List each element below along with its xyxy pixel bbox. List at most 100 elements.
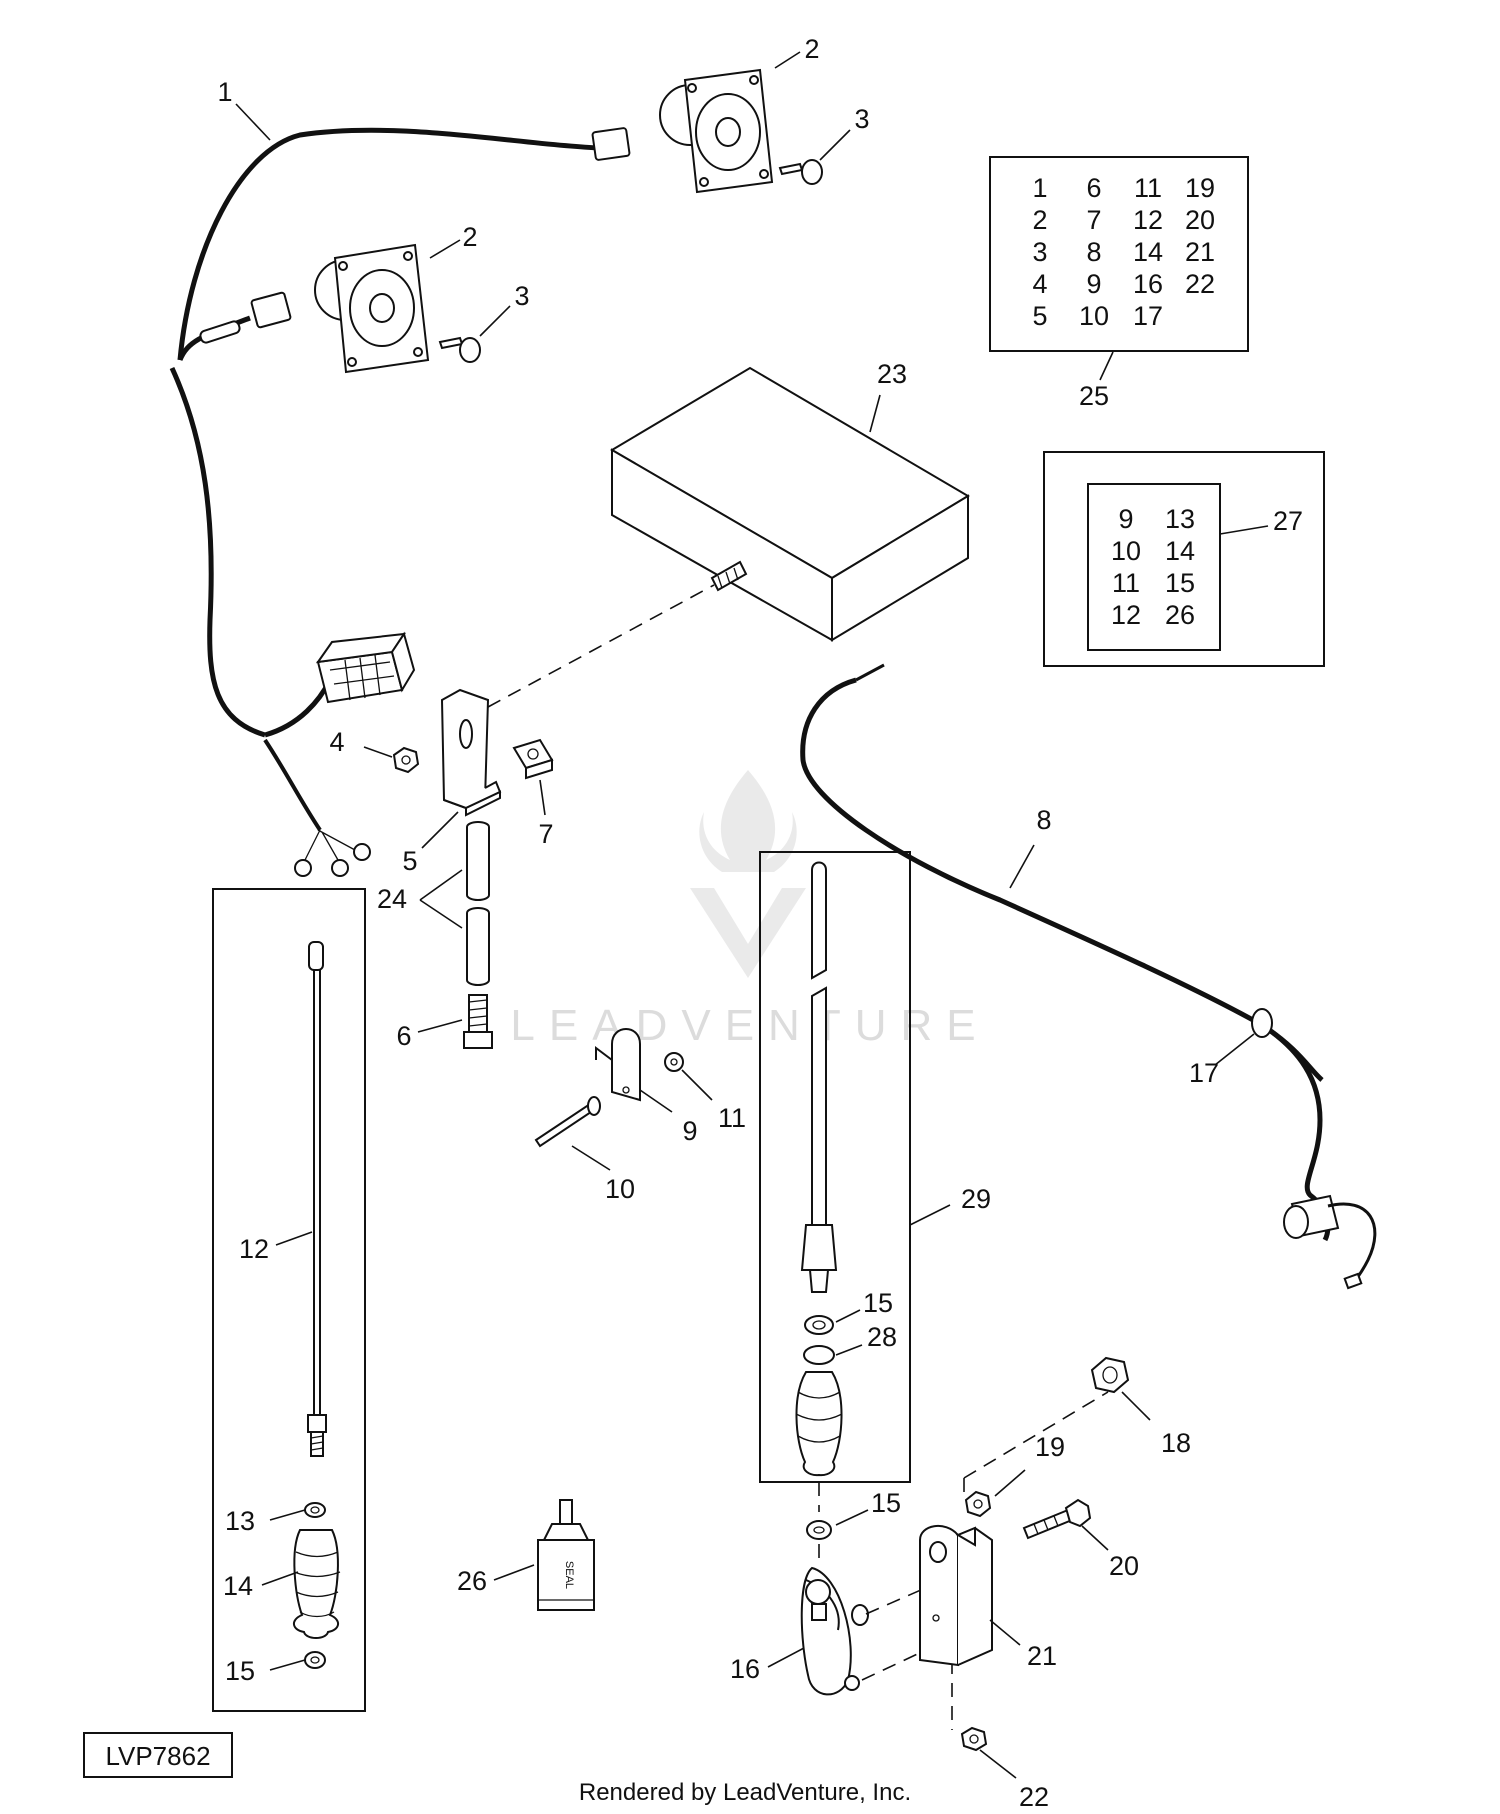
label-part-5: 5 [402,846,417,876]
label-part-25: 25 [1079,381,1109,411]
label-part-16: 16 [730,1654,760,1684]
clip-9 [595,1028,641,1102]
bracket-5 [440,688,502,817]
washer-15-middle [806,1520,832,1540]
svg-text:1: 1 [1032,173,1047,203]
kit-25-box [989,156,1249,352]
svg-text:11: 11 [1112,568,1140,598]
kit-27-inner-box [1087,483,1221,651]
nut-22 [960,1726,988,1752]
spacers-24 [466,821,490,986]
antenna-kit-left-box [212,888,366,1712]
label-part-22: 22 [1019,1782,1049,1812]
svg-text:15: 15 [1165,568,1195,598]
label-part-27: 27 [1273,506,1303,536]
sealant-tube-text: SEAL [563,1561,575,1589]
rivet-10 [534,1096,601,1148]
antenna-mast-29 [795,861,843,1477]
boot-14 [293,1529,341,1639]
nut-11 [664,1052,684,1072]
clip-nut-7 [512,738,554,780]
svg-text:26: 26 [1165,600,1195,630]
svg-text:8: 8 [1086,237,1101,267]
footer-credit: Rendered by LeadVenture, Inc. [579,1779,911,1806]
svg-text:21: 21 [1185,237,1215,267]
label-part-24: 24 [377,884,407,914]
label-part-17: 17 [1189,1058,1219,1088]
label-part-14: 14 [223,1571,253,1601]
screw-upper [778,159,823,185]
label-part-6: 6 [396,1021,411,1051]
svg-text:3: 3 [1032,237,1047,267]
label-part-13: 13 [225,1506,255,1536]
svg-text:13: 13 [1165,504,1195,534]
svg-text:5: 5 [1032,301,1047,331]
bolt-20 [1022,1498,1092,1540]
diagram-code: LVP7862 [105,1741,210,1771]
nut-18 [1090,1356,1130,1394]
speaker-upper [659,68,774,194]
svg-text:16: 16 [1133,269,1163,299]
label-part-9: 9 [682,1116,697,1146]
wiring-harness [169,127,631,877]
svg-text:14: 14 [1133,237,1163,267]
svg-text:12: 12 [1133,205,1163,235]
label-part-1: 1 [217,77,232,107]
svg-text:4: 4 [1032,269,1047,299]
label-part-15-lower: 15 [871,1488,901,1518]
bolt-6 [463,994,493,1049]
label-part-15-left: 15 [225,1656,255,1686]
label-part-7: 7 [538,819,553,849]
washer-15-left [304,1651,326,1669]
label-part-11: 11 [718,1103,746,1133]
svg-text:19: 19 [1185,173,1215,203]
label-part-21: 21 [1027,1641,1057,1671]
label-part-8: 8 [1036,805,1051,835]
bracket-21 [919,1525,993,1667]
label-part-2-lower: 2 [462,222,477,252]
antenna-mast-12 [307,941,327,1457]
nut-4 [392,746,420,774]
svg-text:9: 9 [1118,504,1133,534]
label-part-29: 29 [961,1184,991,1214]
svg-text:7: 7 [1086,205,1101,235]
svg-text:22: 22 [1185,269,1215,299]
label-part-23: 23 [877,359,907,389]
label-part-2-upper: 2 [804,34,819,64]
svg-text:9: 9 [1086,269,1101,299]
svg-text:20: 20 [1185,205,1215,235]
leadventure-watermark: LEADVENTURE [510,770,989,1050]
speaker-lower [314,243,430,374]
kit-25-grid: 1 6 11 19 2 7 12 20 3 8 14 21 4 9 16 22 … [1032,173,1215,331]
label-part-18: 18 [1161,1428,1191,1458]
svg-text:11: 11 [1134,173,1162,203]
svg-text:2: 2 [1032,205,1047,235]
watermark-text: LEADVENTURE [510,1001,989,1050]
svg-text:12: 12 [1111,600,1141,630]
harness-connector [315,631,416,704]
label-part-15-upper: 15 [863,1288,893,1318]
label-part-10: 10 [605,1174,635,1204]
antenna-kit-right-box [759,851,911,1483]
diagram-code-box [83,1732,233,1778]
label-part-28: 28 [867,1322,897,1352]
svg-text:10: 10 [1111,536,1141,566]
svg-text:10: 10 [1079,301,1109,331]
kit-27-outer-box [1043,451,1325,667]
label-part-26: 26 [457,1566,487,1596]
label-part-12: 12 [239,1234,269,1264]
washer-13 [304,1502,326,1518]
label-part-3-lower: 3 [514,281,529,311]
sealant-tube-26: SEAL [537,1499,595,1611]
svg-text:14: 14 [1165,536,1195,566]
kit-27-grid: 9 13 10 14 11 15 12 26 [1111,504,1195,630]
label-part-20: 20 [1109,1551,1139,1581]
nut-19 [964,1490,992,1518]
label-part-19: 19 [1035,1432,1065,1462]
svg-text:6: 6 [1086,173,1101,203]
radio-unit [610,366,970,642]
antenna-cable [800,663,1377,1290]
screw-lower [438,336,481,363]
label-part-3-upper: 3 [854,104,869,134]
